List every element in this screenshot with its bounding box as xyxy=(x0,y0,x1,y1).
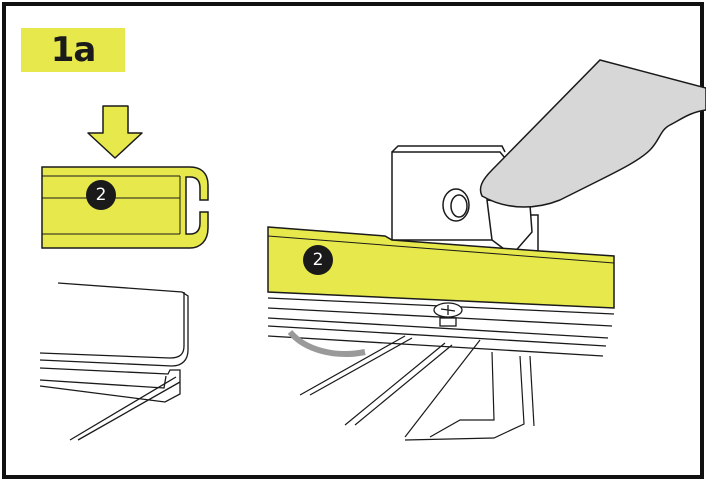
part-number-callout: 2 xyxy=(86,180,116,210)
panel-curve xyxy=(287,329,366,357)
panel-edge-detail xyxy=(39,282,189,441)
part-number-callout: 2 xyxy=(303,245,333,275)
down-arrow-icon xyxy=(87,105,143,159)
frame-rail xyxy=(267,297,615,357)
lower-frame-detail xyxy=(299,335,535,441)
knife-icon xyxy=(479,59,706,257)
clip-strip-installed xyxy=(267,226,615,309)
screw-icon xyxy=(433,302,463,327)
clip-strip-detail xyxy=(41,166,209,249)
step-number-badge: 1a xyxy=(21,28,125,72)
